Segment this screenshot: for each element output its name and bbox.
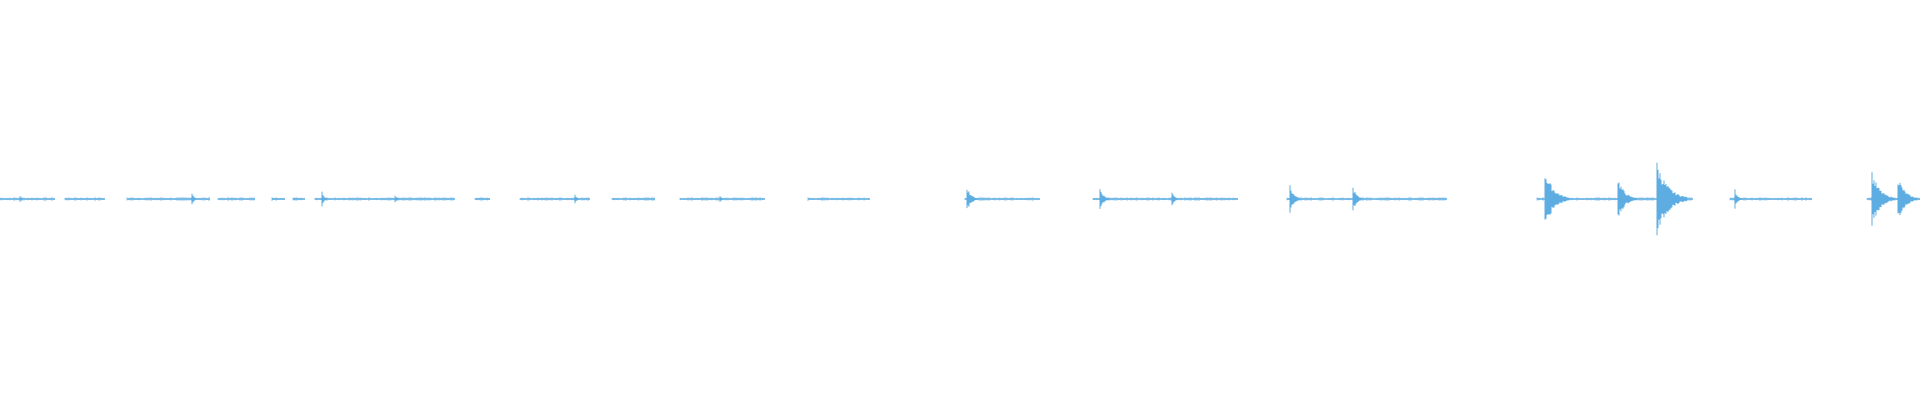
waveform-transients: [19, 162, 1918, 236]
waveform-spike: [1289, 185, 1302, 213]
waveform-spike: [1099, 189, 1111, 209]
waveform-spike: [574, 194, 582, 204]
waveform-spike: [1734, 189, 1744, 209]
waveform-spike: [321, 191, 329, 207]
waveform-spike: [1171, 192, 1180, 206]
waveform-spike: [1871, 172, 1895, 226]
waveform-spike: [1617, 182, 1637, 216]
waveform-spike: [1656, 162, 1688, 236]
waveform-spike: [394, 195, 402, 203]
waveform-spike: [719, 196, 727, 202]
waveform-spike: [19, 196, 27, 202]
waveform-spike: [1352, 187, 1364, 211]
waveform-spike: [1544, 178, 1570, 220]
waveform-spike: [191, 193, 199, 205]
waveform-spike: [966, 189, 979, 209]
waveform-spike: [1897, 182, 1918, 216]
